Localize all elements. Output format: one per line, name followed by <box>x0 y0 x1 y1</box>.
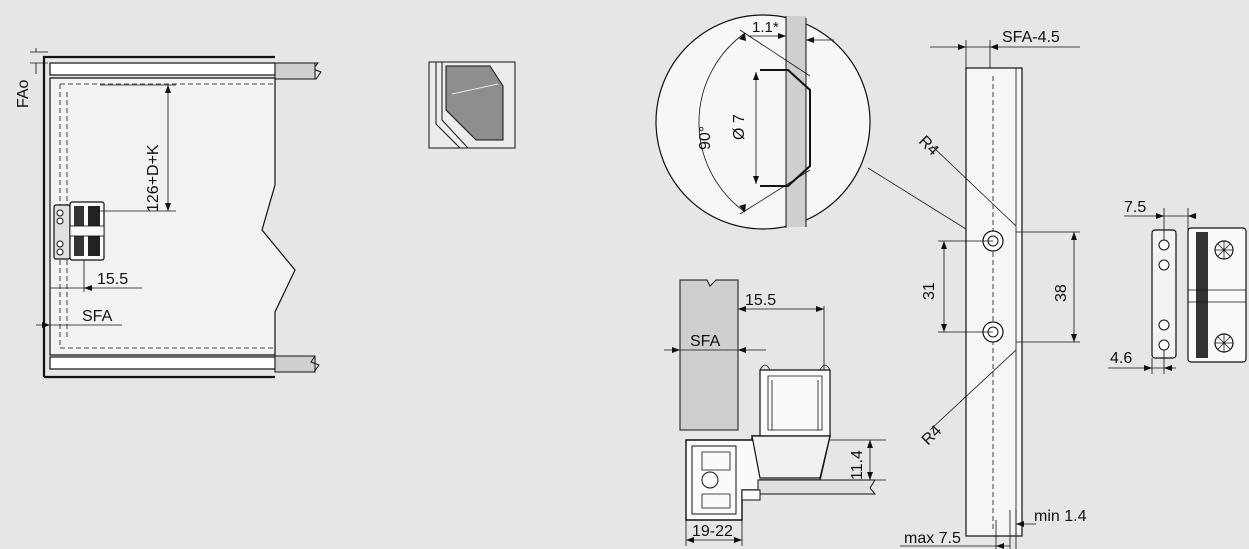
glass-detail-view <box>428 61 516 149</box>
label-1-1: 1.1* <box>752 19 779 36</box>
label-angle-90: 90° <box>697 126 714 150</box>
label-min-1-4: min 1.4 <box>1034 508 1087 525</box>
label-sfa-section: SFA <box>690 333 721 350</box>
rail-view <box>900 40 1080 549</box>
label-7-5: 7.5 <box>1124 199 1146 216</box>
label-r4-top: R4 <box>915 133 942 160</box>
label-19-22: 19-22 <box>692 523 733 540</box>
section-view <box>664 279 886 546</box>
label-height-formula: 126+D+K <box>145 144 162 212</box>
label-max-7-5: max 7.5 <box>904 530 961 547</box>
cabinet-front-view <box>30 48 322 379</box>
label-fao: FAo <box>15 79 32 108</box>
label-sfa-4-5: SFA-4.5 <box>1002 29 1060 46</box>
label-dia-7: Ø 7 <box>731 114 748 140</box>
circular-detail-view <box>655 14 991 245</box>
hinge-top-view <box>1108 208 1247 374</box>
label-r4-bottom: R4 <box>919 422 946 449</box>
label-offset-15-5-front: 15.5 <box>97 271 128 288</box>
label-4-6: 4.6 <box>1110 350 1132 367</box>
label-11-4: 11.4 <box>849 450 866 480</box>
label-31: 31 <box>921 282 938 300</box>
label-offset-15-5-section: 15.5 <box>745 292 776 309</box>
label-sfa-front: SFA <box>82 308 113 325</box>
hinge-icon <box>53 201 105 261</box>
label-38: 38 <box>1053 284 1070 302</box>
